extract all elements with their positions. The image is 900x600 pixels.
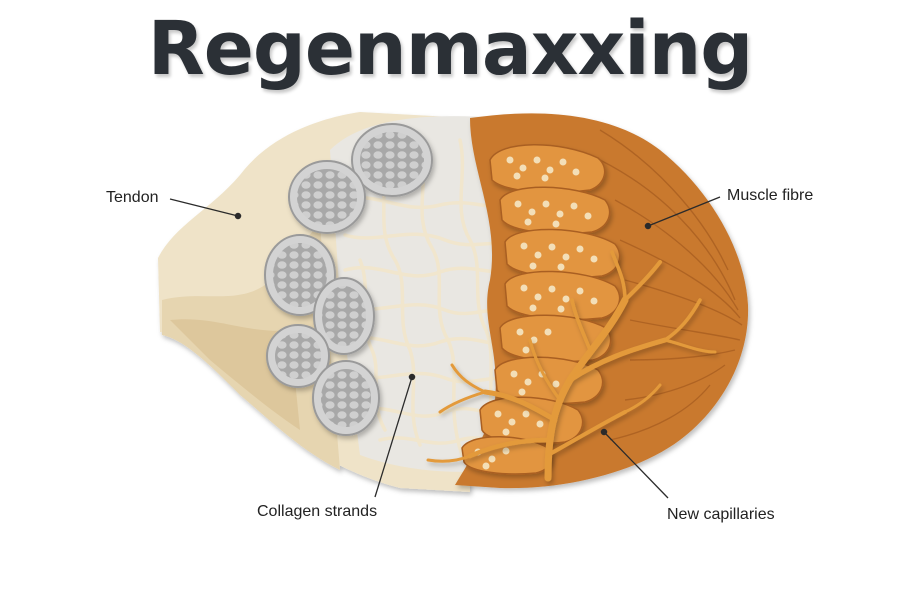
fascicle (312, 360, 380, 436)
collagen-leader-line (374, 376, 413, 498)
fibre-bundle (499, 186, 611, 235)
page-title: Regenmaxxing (147, 6, 754, 92)
fascicle (351, 123, 433, 197)
tendon-fascicles (264, 123, 433, 436)
fascicle (264, 234, 336, 316)
capillaries-leader-line (603, 431, 669, 499)
muscle-fibre-label: Muscle fibre (727, 187, 814, 204)
collagen-strands-label: Collagen strands (257, 503, 378, 520)
fibre-bundle (499, 314, 612, 363)
fibre-bundle (489, 144, 606, 194)
callout-lines (169, 196, 721, 499)
fascicle (313, 277, 375, 355)
tendon-label: Tendon (106, 189, 159, 206)
muscle-fibre-bundles (461, 144, 621, 475)
fascicle (288, 160, 366, 234)
tendon-leader-line (169, 198, 239, 217)
capillaries (426, 250, 717, 482)
new-capillaries-label: New capillaries (667, 506, 775, 523)
fascicle (266, 324, 330, 388)
muscle-fibre-leader-line (647, 196, 721, 227)
